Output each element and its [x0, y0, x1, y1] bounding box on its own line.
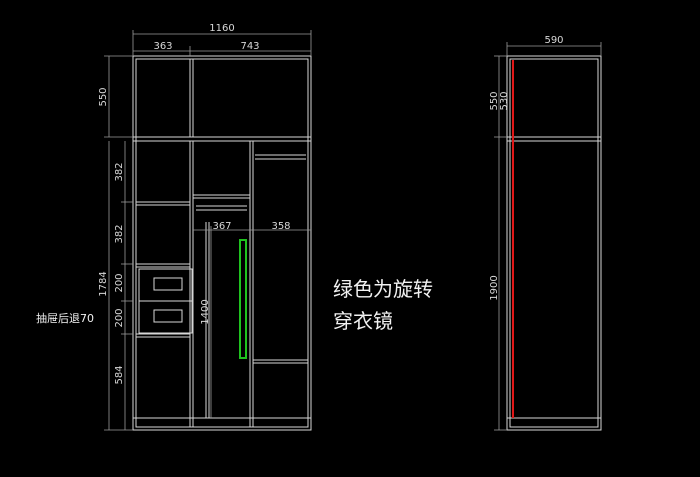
front-dimensions: 1160 363 743 550 1784 382 382 200 200 58… — [98, 23, 312, 431]
drawer-upper — [138, 268, 193, 302]
side-cabinet-inner-outline — [509, 58, 599, 428]
dim-drawer2-label: 200 — [114, 308, 125, 327]
rotating-mirror — [239, 239, 247, 359]
dim-side-lower-label: 1900 — [489, 275, 500, 300]
dim-shelf1-label: 382 — [114, 162, 125, 181]
dim-side-top-b-label: 530 — [499, 91, 510, 110]
mirror-note-line2: 穿衣镜 — [333, 309, 393, 333]
drawer-upper-handle — [153, 277, 183, 291]
drawer-lower — [138, 300, 193, 334]
dim-mirror-height-label: 1400 — [200, 299, 211, 324]
dim-inner-left-label: 367 — [212, 221, 231, 232]
dim-shelf2-label: 382 — [114, 224, 125, 243]
drawer-lower-handle — [153, 309, 183, 323]
dim-side-top-a-label: 550 — [489, 91, 500, 110]
side-dimensions: 590 550 530 1900 — [489, 35, 602, 431]
dim-total-height-label: 1784 — [98, 271, 109, 296]
mirror-note-line1: 绿色为旋转 — [333, 277, 433, 301]
dim-depth-label: 590 — [544, 35, 563, 46]
side-cabinet-outline — [506, 55, 602, 431]
dim-drawer1-label: 200 — [114, 273, 125, 292]
front-elevation — [132, 55, 312, 431]
dim-width-label: 1160 — [209, 23, 234, 34]
drawer-setback-note: 抽屉后退70 — [36, 311, 94, 325]
dim-bottom-label: 584 — [114, 365, 125, 384]
front-cabinet-outline — [132, 55, 312, 431]
side-elevation — [506, 55, 602, 431]
dim-right-width-label: 743 — [240, 41, 259, 52]
dim-inner-right-label: 358 — [271, 221, 290, 232]
dim-top-height-label: 550 — [98, 87, 109, 106]
dim-left-width-label: 363 — [153, 41, 172, 52]
front-cabinet-inner-outline — [135, 58, 309, 428]
